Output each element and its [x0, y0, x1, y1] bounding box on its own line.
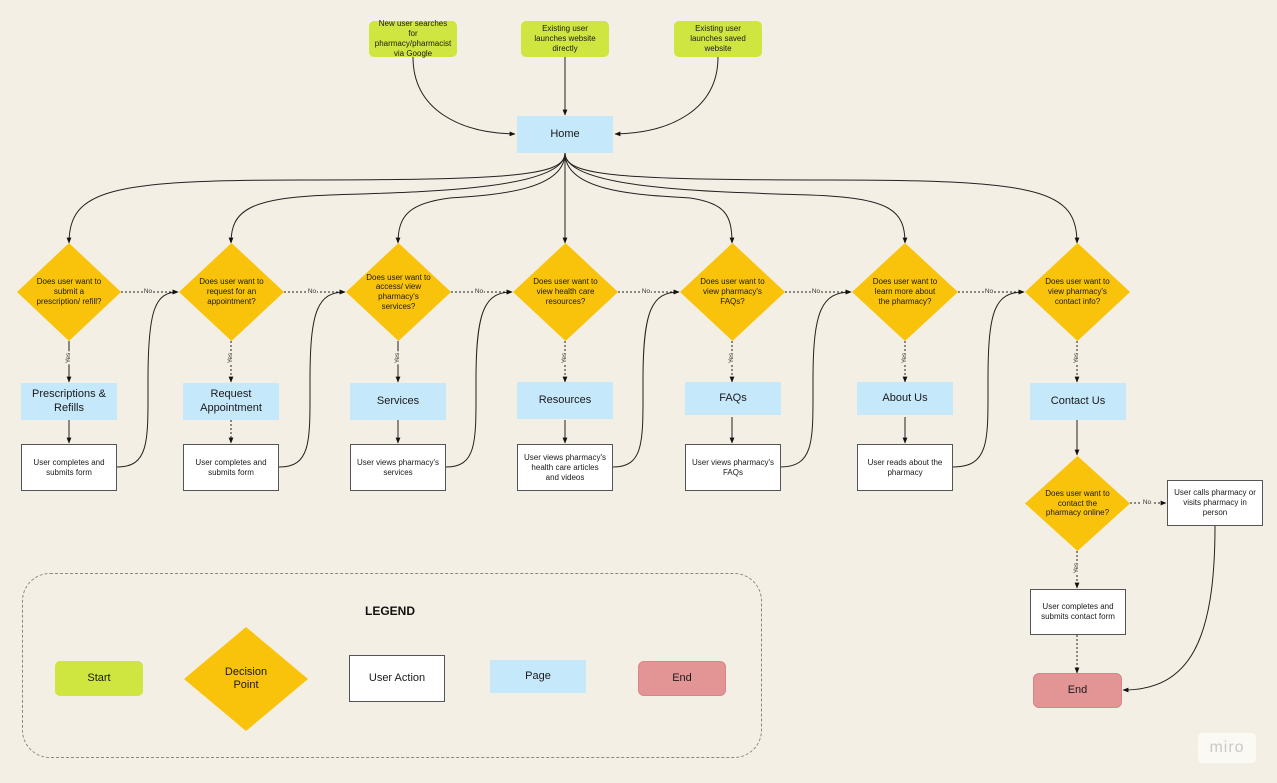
page-about-us[interactable]: About Us [857, 382, 953, 415]
miro-watermark-logo: miro [1198, 733, 1256, 763]
legend-user-action: User Action [349, 655, 445, 702]
page-contact-us[interactable]: Contact Us [1030, 383, 1126, 420]
decision-label: Does user want to access/ view pharmacy'… [366, 272, 431, 311]
action-view-articles[interactable]: User views pharmacy's health care articl… [517, 444, 613, 491]
page-services[interactable]: Services [350, 383, 446, 420]
action-submit-prescription-form[interactable]: User completes and submits form [21, 444, 117, 491]
legend-start: Start [55, 661, 143, 696]
page-faqs[interactable]: FAQs [685, 382, 781, 415]
decision-learn-about[interactable]: Does user want to learn more about the p… [852, 243, 958, 341]
decision-submit-prescription[interactable]: Does user want to submit a prescription/… [17, 243, 121, 341]
decision-view-services[interactable]: Does user want to access/ view pharmacy'… [346, 243, 451, 341]
legend-decision-label: Decision Point [224, 665, 268, 691]
decision-label: Does user want to view health care resou… [533, 277, 598, 306]
start-node-saved-website[interactable]: Existing user launches saved website [674, 21, 762, 57]
action-view-services[interactable]: User views pharmacy's services [350, 444, 446, 491]
edge-label-yes: Yes [226, 351, 235, 365]
connector-home-d7 [564, 152, 1080, 244]
decision-view-faqs[interactable]: Does user want to view pharmacy's FAQs? [680, 243, 785, 341]
edge-label-no: No [142, 287, 154, 296]
connector-s1-home [412, 56, 516, 137]
edge-label-no: No [1141, 498, 1153, 507]
connector-a7-end [1122, 525, 1216, 693]
connector-home-d2 [228, 152, 566, 244]
edge-label-no: No [640, 287, 652, 296]
edge-label-no: No [983, 287, 995, 296]
decision-view-resources[interactable]: Does user want to view health care resou… [513, 243, 618, 341]
action-call-or-visit[interactable]: User calls pharmacy or visits pharmacy i… [1167, 480, 1263, 526]
decision-contact-online[interactable]: Does user want to contact the pharmacy o… [1025, 456, 1130, 551]
action-submit-appointment-form[interactable]: User completes and submits form [183, 444, 279, 491]
action-read-about[interactable]: User reads about the pharmacy [857, 444, 953, 491]
end-node[interactable]: End [1033, 673, 1122, 708]
connector-home-d6 [564, 152, 908, 244]
action-submit-contact-form[interactable]: User completes and submits contact form [1030, 589, 1126, 635]
action-view-faqs[interactable]: User views pharmacy's FAQs [685, 444, 781, 491]
legend-box [22, 573, 762, 758]
decision-label: Does user want to request for an appoint… [199, 277, 264, 306]
edge-label-no: No [306, 287, 318, 296]
edge-label-yes: Yes [900, 351, 909, 365]
edge-label-yes: Yes [1072, 351, 1081, 365]
connector-home-d1 [66, 152, 566, 244]
edge-label-yes: Yes [393, 351, 402, 365]
legend-decision-point: Decision Point [184, 627, 308, 731]
edge-label-yes: Yes [727, 351, 736, 365]
edge-label-yes: Yes [1072, 561, 1081, 575]
decision-label: Does user want to learn more about the p… [872, 277, 938, 306]
page-home[interactable]: Home [517, 116, 613, 153]
page-resources[interactable]: Resources [517, 382, 613, 419]
edge-label-no: No [810, 287, 822, 296]
edge-label-yes: Yes [560, 351, 569, 365]
decision-label: Does user want to view pharmacy's contac… [1045, 277, 1110, 306]
decision-request-appointment[interactable]: Does user want to request for an appoint… [179, 243, 284, 341]
edge-label-yes: Yes [64, 351, 73, 365]
edge-label-no: No [473, 287, 485, 296]
connector-home-d5 [564, 152, 735, 244]
legend-end: End [638, 661, 726, 696]
page-prescriptions-refills[interactable]: Prescriptions & Refills [21, 383, 117, 420]
start-node-direct-launch[interactable]: Existing user launches website directly [521, 21, 609, 57]
decision-view-contact[interactable]: Does user want to view pharmacy's contac… [1025, 243, 1130, 341]
connector-home-d3 [395, 152, 566, 244]
legend-page: Page [490, 660, 586, 693]
decision-label: Does user want to view pharmacy's FAQs? [700, 277, 765, 306]
start-node-google-search[interactable]: New user searches for pharmacy/pharmacis… [369, 19, 457, 58]
decision-label: Does user want to submit a prescription/… [36, 277, 102, 306]
decision-label: Does user want to contact the pharmacy o… [1045, 488, 1110, 518]
legend-title: LEGEND [364, 604, 415, 618]
connector-s3-home [614, 56, 719, 137]
page-request-appointment[interactable]: Request Appointment [183, 383, 279, 420]
